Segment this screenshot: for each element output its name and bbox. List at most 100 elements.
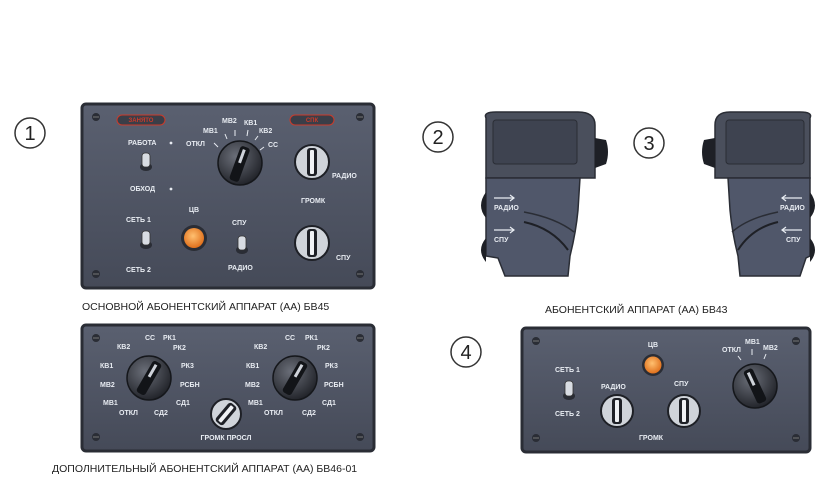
svg-text:РК3: РК3 xyxy=(325,363,338,370)
radio-label: РАДИО xyxy=(494,205,519,212)
cv-label: ЦВ xyxy=(648,342,658,349)
mode-selector-labels: ОТКЛ МВ1 МВ2 xyxy=(722,339,778,354)
gromk-label: ГРОМК xyxy=(301,198,326,205)
set1-label: СЕТЬ 1 xyxy=(126,217,151,224)
screw-icon xyxy=(356,270,364,278)
device-bv43-right: РАДИО СПУ xyxy=(702,111,815,277)
radio-knob-label: РАДИО xyxy=(332,173,357,180)
spu-radio-toggle[interactable] xyxy=(236,235,248,254)
network-toggle[interactable] xyxy=(140,230,152,249)
listen-volume-knob[interactable] xyxy=(210,398,242,430)
svg-text:СД2: СД2 xyxy=(302,410,316,417)
radio-label: РАДИО xyxy=(780,205,805,212)
mode-selector-ticks xyxy=(213,129,265,151)
mode-selector-knob[interactable] xyxy=(217,140,263,186)
svg-text:МВ1: МВ1 xyxy=(745,339,760,346)
svg-text:РСБН: РСБН xyxy=(324,382,344,389)
svg-text:СС: СС xyxy=(268,142,278,149)
label-number-3: 3 xyxy=(633,127,665,159)
caption-bv43: АБОНЕНТСКИЙ АППАРАТ (АА) БВ43 xyxy=(545,303,728,316)
svg-text:СД1: СД1 xyxy=(322,400,336,407)
screw-icon xyxy=(92,270,100,278)
radio-label: РАДИО xyxy=(228,265,253,272)
screw-icon xyxy=(792,434,800,442)
label-number-2: 2 xyxy=(422,121,454,153)
svg-text:СД1: СД1 xyxy=(176,400,190,407)
screw-icon xyxy=(792,337,800,345)
screw-icon xyxy=(532,434,540,442)
screw-icon xyxy=(92,334,100,342)
label-number-4: 4 xyxy=(450,336,482,368)
svg-text:РК2: РК2 xyxy=(317,345,330,352)
caption-bv46: ДОПОЛНИТЕЛЬНЫЙ АБОНЕНТСКИЙ АППАРАТ (АА) … xyxy=(52,462,357,475)
screw-icon xyxy=(356,113,364,121)
svg-text:СС: СС xyxy=(145,335,155,342)
mode-selector-ticks xyxy=(737,349,767,361)
device-bv43-left: РАДИО СПУ xyxy=(481,111,608,277)
cable-line xyxy=(523,221,569,251)
svg-text:МВ2: МВ2 xyxy=(222,118,237,125)
panel-bv45: ЗАНЯТО СПК РАБОТА ОБХОД СЕТЬ 1 СЕТЬ 2 ЦВ… xyxy=(80,102,376,290)
dot-icon xyxy=(169,187,173,191)
svg-text:3: 3 xyxy=(643,133,654,155)
spu-volume-knob[interactable] xyxy=(667,394,701,428)
obhod-label: ОБХОД xyxy=(130,186,155,193)
spu-volume-knob[interactable] xyxy=(294,225,330,261)
cable-line xyxy=(737,221,779,251)
svg-text:ЗАНЯТО: ЗАНЯТО xyxy=(129,118,154,124)
arrow-left-icon xyxy=(781,194,802,202)
arrow-right-icon xyxy=(494,194,515,202)
screw-icon xyxy=(92,113,100,121)
svg-text:ОТКЛ: ОТКЛ xyxy=(119,410,138,417)
set2-label: СЕТЬ 2 xyxy=(555,411,580,418)
svg-text:МВ2: МВ2 xyxy=(245,382,260,389)
set2-label: СЕТЬ 2 xyxy=(126,267,151,274)
cable-line xyxy=(523,211,575,233)
svg-text:МВ1: МВ1 xyxy=(203,128,218,135)
spu-label: СПУ xyxy=(674,381,689,388)
spu-label: СПУ xyxy=(232,220,247,227)
svg-text:РСБН: РСБН xyxy=(180,382,200,389)
svg-text:КВ1: КВ1 xyxy=(100,363,113,370)
cv-lamp-button[interactable] xyxy=(181,225,207,251)
svg-text:РК2: РК2 xyxy=(173,345,186,352)
caption-bv45: ОСНОВНОЙ АБОНЕНТСКИЙ АППАРАТ (АА) БВ45 xyxy=(82,300,329,313)
cv-label: ЦВ xyxy=(189,207,199,214)
radio-volume-knob[interactable] xyxy=(294,144,330,180)
network-toggle[interactable] xyxy=(563,380,575,400)
gromk-prosl-label: ГРОМК ПРОСЛ xyxy=(201,435,252,442)
svg-text:СС: СС xyxy=(285,335,295,342)
svg-text:РК1: РК1 xyxy=(305,335,318,342)
work-bypass-toggle[interactable] xyxy=(140,152,152,171)
svg-text:КВ1: КВ1 xyxy=(246,363,259,370)
svg-text:КВ2: КВ2 xyxy=(117,344,130,351)
gromk-label: ГРОМК xyxy=(639,435,664,442)
left-channel-selector-knob[interactable] xyxy=(126,355,172,401)
screw-icon xyxy=(356,334,364,342)
label-number-1: 1 xyxy=(14,117,46,149)
svg-text:1: 1 xyxy=(24,123,35,145)
svg-text:МВ2: МВ2 xyxy=(100,382,115,389)
radio-label: РАДИО xyxy=(601,384,626,391)
right-channel-selector-knob[interactable] xyxy=(272,355,318,401)
svg-text:МВ1: МВ1 xyxy=(103,400,118,407)
svg-text:ОТКЛ: ОТКЛ xyxy=(264,410,283,417)
svg-text:МВ2: МВ2 xyxy=(763,345,778,352)
cable-line xyxy=(731,211,779,233)
left-channel-selector-labels: КВ2 СС РК1 РК2 КВ1 РК3 МВ2 РСБН МВ1 СД1 … xyxy=(100,335,200,417)
svg-text:КВ2: КВ2 xyxy=(254,344,267,351)
mode-selector-knob[interactable] xyxy=(732,363,778,409)
busy-indicator: ЗАНЯТО xyxy=(116,114,166,126)
svg-text:МВ1: МВ1 xyxy=(248,400,263,407)
spk-indicator: СПК xyxy=(289,114,335,126)
right-channel-selector-labels: КВ2 СС РК1 РК2 КВ1 РК3 МВ2 РСБН МВ1 СД1 … xyxy=(245,335,344,417)
dot-icon xyxy=(169,141,173,145)
spu-knob-label: СПУ xyxy=(336,255,351,262)
svg-text:2: 2 xyxy=(432,127,443,149)
arrow-right-icon xyxy=(494,226,515,234)
panel-bv46: КВ2 СС РК1 РК2 КВ1 РК3 МВ2 РСБН МВ1 СД1 … xyxy=(80,323,376,453)
cv-lamp-button[interactable] xyxy=(642,354,664,376)
radio-volume-knob[interactable] xyxy=(600,394,634,428)
arrow-left-icon xyxy=(781,226,802,234)
